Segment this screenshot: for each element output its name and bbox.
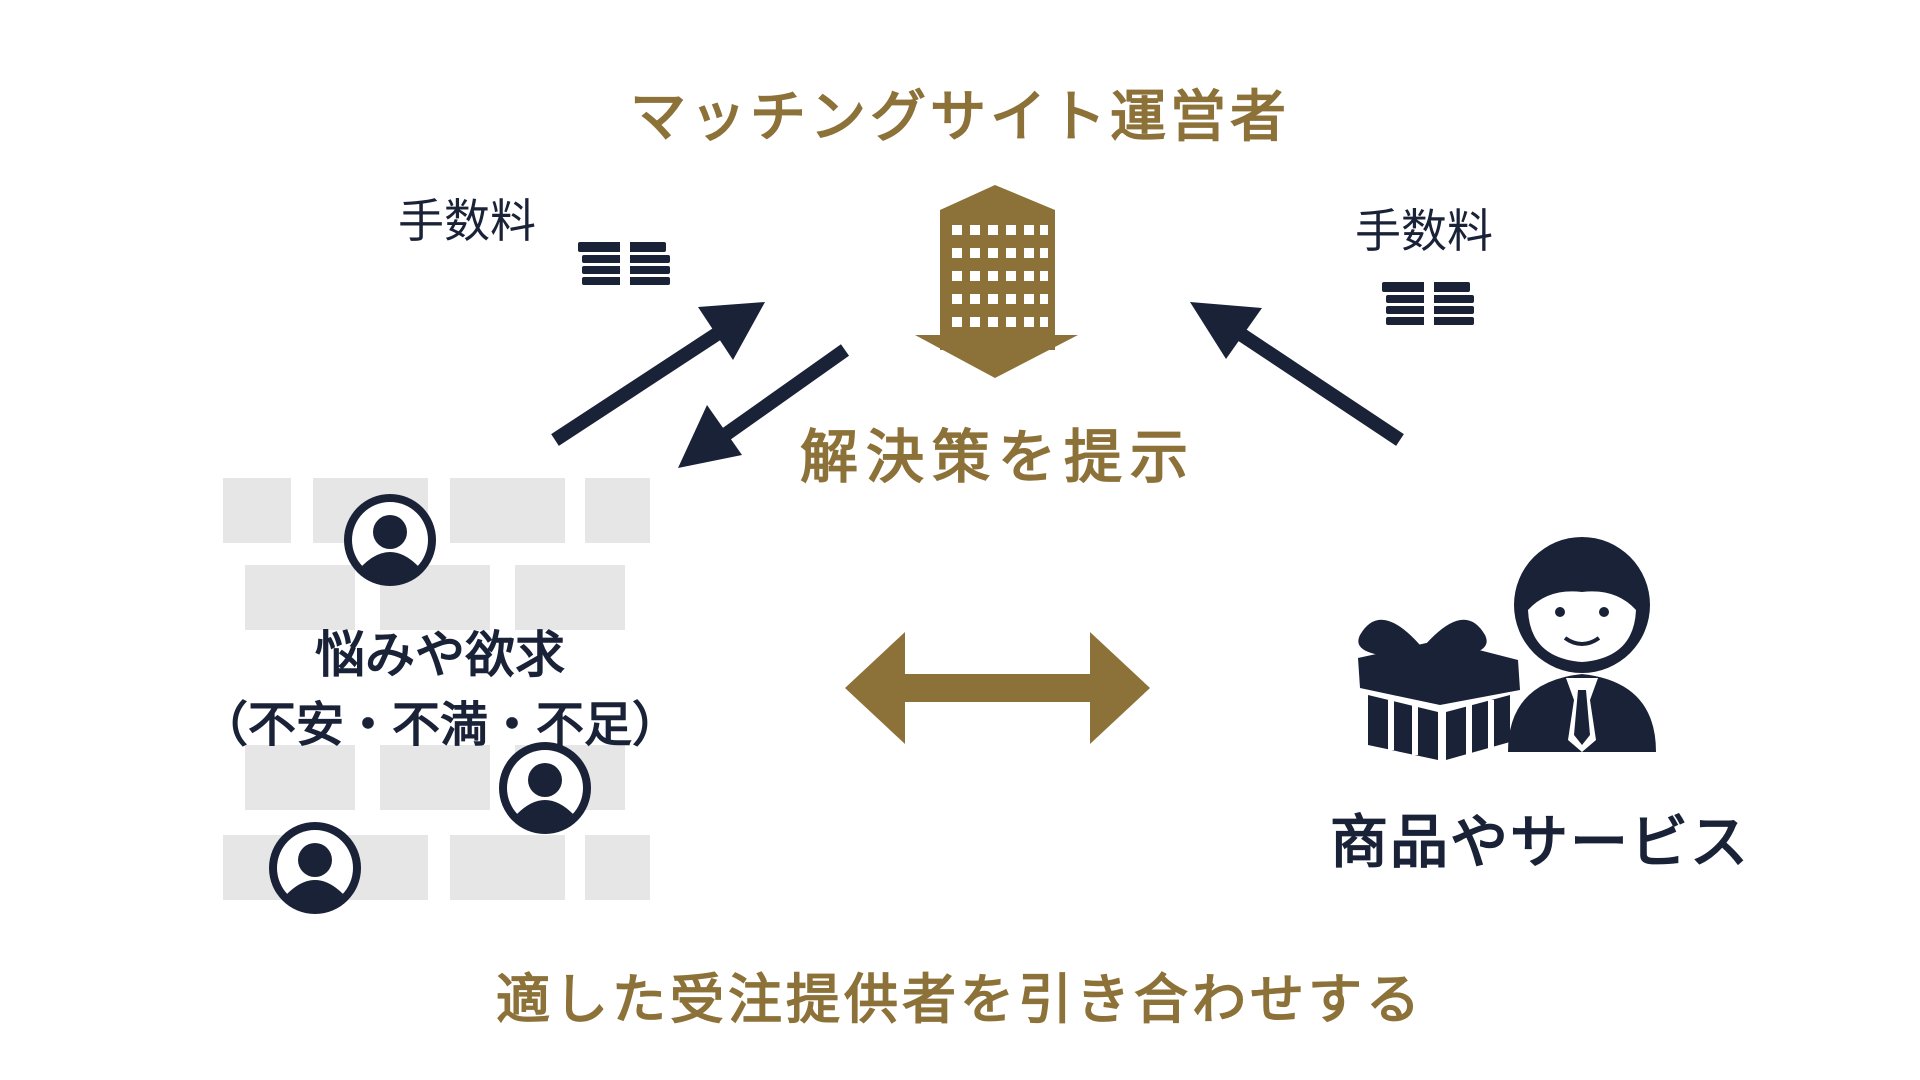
worries-sublabel: （不安・不満・不足）	[199, 697, 680, 753]
solution-label: 解決策を提示	[800, 423, 1197, 491]
arrow-icon	[1190, 302, 1404, 446]
brick-wall	[223, 478, 650, 900]
bottom-caption: 適した受注提供者を引き合わせする	[496, 968, 1424, 1031]
arrow-icon	[551, 302, 765, 446]
page-title: マッチングサイト運営者	[630, 85, 1290, 150]
fee-label-right: 手数料	[1355, 204, 1493, 258]
person-icon	[344, 494, 436, 586]
fee-label-left: 手数料	[398, 194, 536, 248]
businessman-icon	[1508, 537, 1656, 752]
person-icon	[269, 822, 361, 914]
gift-icon	[1358, 619, 1520, 760]
double-arrow-icon	[845, 632, 1150, 744]
money-icon	[1382, 282, 1474, 326]
person-icon	[499, 742, 591, 834]
worries-label: 悩みや欲求	[315, 626, 565, 684]
products-label: 商品やサービス	[1330, 808, 1751, 876]
arrow-icon	[678, 344, 850, 468]
building-icon	[915, 185, 1078, 378]
money-icon	[578, 242, 670, 286]
